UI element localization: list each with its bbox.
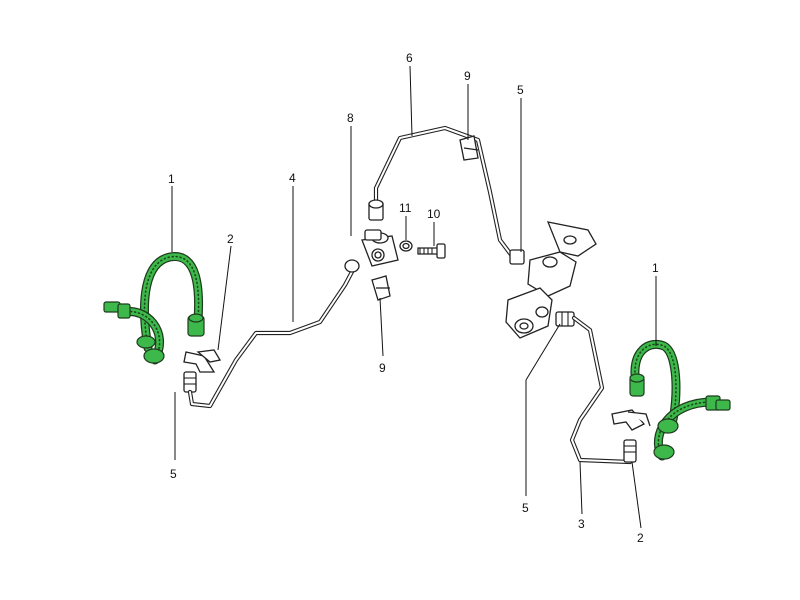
callout-2-left: 2 xyxy=(227,232,234,246)
leader-lines xyxy=(171,65,657,529)
left-brake-pipe xyxy=(187,259,360,409)
callout-4: 4 xyxy=(289,171,296,185)
right-brake-pipe xyxy=(569,315,633,465)
callout-5-bottom: 5 xyxy=(522,501,529,515)
lock-washer xyxy=(399,240,413,252)
callout-11: 11 xyxy=(399,201,412,215)
right-brake-hose xyxy=(629,339,731,461)
right-retaining-clip xyxy=(611,409,651,431)
callout-5-top: 5 xyxy=(517,83,524,97)
upper-brake-pipe xyxy=(368,125,515,259)
regulator-union-fitting xyxy=(555,311,575,327)
left-union-fitting xyxy=(183,371,197,393)
right-union-fitting xyxy=(623,439,637,463)
mounting-bolt xyxy=(417,243,446,259)
callout-1-left: 1 xyxy=(168,172,175,186)
lower-pipe-clip xyxy=(371,275,391,301)
brake-pressure-regulator xyxy=(505,221,597,339)
callout-1-right: 1 xyxy=(652,261,659,275)
callout-9-top: 9 xyxy=(464,69,471,83)
callout-9-bottom: 9 xyxy=(379,361,386,375)
left-retaining-clip xyxy=(183,349,222,373)
callout-10: 10 xyxy=(427,207,441,221)
callout-5-left: 5 xyxy=(170,467,177,481)
t-piece-distributor xyxy=(361,229,399,267)
callout-3: 3 xyxy=(578,517,585,531)
callout-labels: 1 2 4 5 8 6 9 5 11 10 9 1 5 3 2 xyxy=(168,51,659,545)
left-brake-hose xyxy=(103,252,205,365)
callout-2-right: 2 xyxy=(637,531,644,545)
callout-8: 8 xyxy=(347,111,354,125)
callout-6: 6 xyxy=(406,51,413,65)
upper-pipe-clip xyxy=(459,135,479,161)
